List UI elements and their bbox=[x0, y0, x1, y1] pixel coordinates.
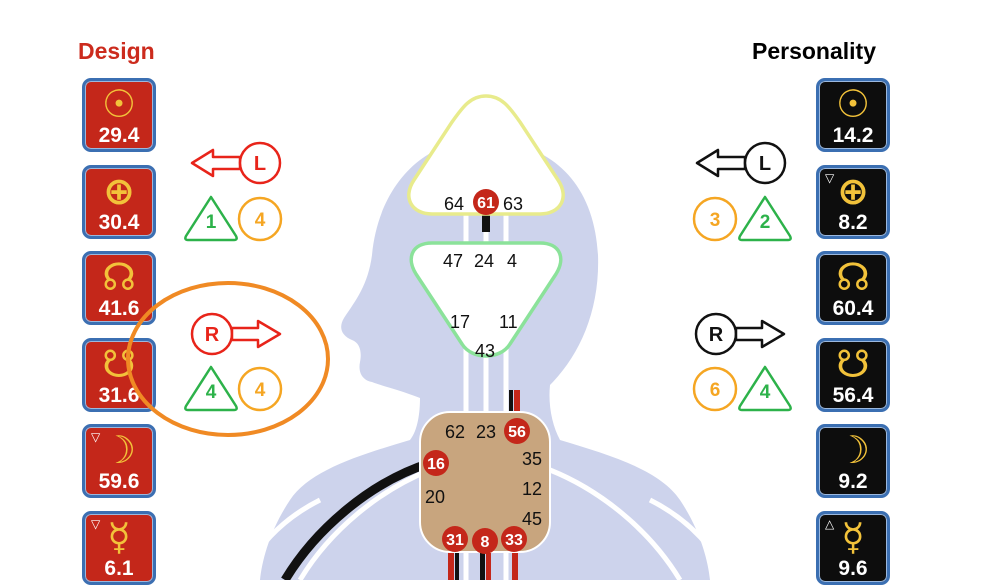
moon-icon: ☽ bbox=[835, 428, 871, 472]
gate-11: 11 bbox=[499, 312, 518, 332]
design-planet-north-node-value: 41.6 bbox=[98, 297, 140, 320]
svg-text:L: L bbox=[759, 153, 771, 175]
personality-planet-mercury-value: 9.6 bbox=[838, 556, 868, 580]
gate-17: 17 bbox=[450, 312, 470, 332]
earth-icon: ⊕ bbox=[103, 168, 135, 213]
personality-planet-mercury-mark: △ bbox=[825, 516, 835, 531]
gate-23: 23 bbox=[476, 422, 496, 442]
gate-33-badge: 33 bbox=[501, 526, 527, 552]
gate-62: 62 bbox=[445, 422, 465, 442]
gate-12: 12 bbox=[522, 479, 542, 499]
personality-planet-sun[interactable]: ☉14.2 bbox=[816, 78, 890, 152]
personality-planet-north-node[interactable]: ☊60.4 bbox=[816, 251, 890, 325]
svg-text:4: 4 bbox=[206, 382, 217, 403]
svg-text:56: 56 bbox=[508, 424, 526, 441]
personality-planet-south-node[interactable]: ☋56.4 bbox=[816, 337, 890, 412]
design-planet-mercury[interactable]: ▽ ☿6.1 bbox=[82, 510, 156, 585]
mercury-icon: ☿ bbox=[841, 514, 865, 559]
svg-text:L: L bbox=[254, 153, 266, 175]
design-planet-north-node[interactable]: ☊41.6 bbox=[82, 251, 156, 325]
personality-planet-earth-mark: ▽ bbox=[825, 170, 835, 185]
gate-31-badge: 31 bbox=[442, 526, 468, 552]
svg-text:6: 6 bbox=[710, 380, 721, 401]
gate-47: 47 bbox=[443, 251, 463, 271]
design-planet-mercury-value: 6.1 bbox=[104, 556, 134, 580]
gate-43: 43 bbox=[475, 341, 495, 361]
channel-stub-8 bbox=[480, 552, 485, 580]
personality-planet-earth-value: 8.2 bbox=[838, 210, 868, 234]
channel-stub-61 bbox=[482, 212, 490, 232]
north-node-icon: ☊ bbox=[102, 255, 136, 299]
gate-45: 45 bbox=[522, 509, 542, 529]
design-top-numbers: 1 4 bbox=[184, 195, 283, 242]
design-title: Design bbox=[78, 38, 155, 64]
channel-stub-33 bbox=[512, 552, 518, 580]
gate-20: 20 bbox=[425, 487, 445, 507]
personality-planet-south-node-value: 56.4 bbox=[832, 383, 874, 407]
channel-stub-56-black bbox=[509, 390, 513, 422]
design-planet-moon[interactable]: ▽☽59.6 bbox=[82, 424, 156, 498]
personality-top-numbers: 3 2 bbox=[692, 195, 792, 242]
svg-text:31: 31 bbox=[446, 532, 464, 549]
design-planet-moon-mark: ▽ bbox=[91, 430, 101, 444]
gate-24: 24 bbox=[474, 251, 494, 271]
design-planet-south-node[interactable]: ☋31.6 bbox=[82, 337, 156, 412]
design-planet-sun[interactable]: ☉29.4 bbox=[82, 78, 156, 152]
svg-text:2: 2 bbox=[760, 212, 771, 233]
channel-stub-31b bbox=[455, 552, 459, 580]
gate-16-badge: 16 bbox=[423, 450, 449, 476]
gate-35: 35 bbox=[522, 449, 542, 469]
gate-63: 63 bbox=[503, 194, 523, 214]
personality-bottom-numbers: 6 4 bbox=[692, 365, 792, 412]
earth-icon: ⊕ bbox=[837, 168, 869, 213]
gate-4: 4 bbox=[507, 251, 517, 271]
sun-icon: ☉ bbox=[101, 82, 137, 126]
mercury-icon: ☿ bbox=[107, 514, 131, 559]
personality-planet-sun-value: 14.2 bbox=[832, 124, 874, 147]
svg-text:61: 61 bbox=[477, 195, 495, 212]
sun-icon: ☉ bbox=[835, 82, 871, 126]
design-bottom-arrow: R bbox=[190, 312, 282, 356]
personality-planet-earth[interactable]: ▽⊕8.2 bbox=[816, 164, 890, 239]
personality-top-arrow: L bbox=[695, 141, 787, 185]
design-bottom-numbers: 4 4 bbox=[184, 365, 283, 412]
svg-text:33: 33 bbox=[505, 532, 523, 549]
south-node-icon: ☋ bbox=[836, 341, 870, 386]
design-planet-earth[interactable]: ⊕30.4 bbox=[82, 164, 156, 239]
channel-stub-56-red bbox=[514, 390, 520, 422]
svg-text:8: 8 bbox=[481, 534, 490, 551]
personality-planet-north-node-value: 60.4 bbox=[832, 297, 874, 320]
channel-stub-31 bbox=[448, 552, 454, 580]
gate-64: 64 bbox=[444, 194, 464, 214]
svg-text:4: 4 bbox=[760, 382, 771, 403]
personality-title: Personality bbox=[752, 38, 876, 64]
svg-text:1: 1 bbox=[206, 212, 217, 233]
svg-text:16: 16 bbox=[427, 456, 445, 473]
design-planet-mercury-mark: ▽ bbox=[91, 516, 101, 531]
gate-8-badge: 8 bbox=[472, 528, 498, 554]
svg-text:R: R bbox=[709, 324, 724, 346]
design-top-arrow: L bbox=[190, 141, 282, 185]
personality-planet-moon[interactable]: ☽9.2 bbox=[816, 424, 890, 498]
personality-planet-mercury[interactable]: △ ☿9.6 bbox=[816, 510, 890, 585]
design-planet-earth-value: 30.4 bbox=[98, 210, 140, 234]
gate-61-badge: 61 bbox=[473, 189, 499, 215]
channel-stub-8b bbox=[486, 552, 491, 580]
moon-icon: ☽ bbox=[101, 428, 137, 472]
south-node-icon: ☋ bbox=[102, 341, 136, 386]
north-node-icon: ☊ bbox=[836, 255, 870, 299]
personality-bottom-arrow: R bbox=[694, 312, 786, 356]
design-planet-south-node-value: 31.6 bbox=[98, 383, 140, 407]
channel-16-48 bbox=[281, 458, 432, 580]
design-planet-moon-value: 59.6 bbox=[98, 470, 140, 493]
gate-56-badge: 56 bbox=[504, 418, 530, 444]
ajna-center bbox=[409, 241, 563, 358]
svg-text:R: R bbox=[205, 324, 220, 346]
svg-text:4: 4 bbox=[255, 210, 266, 231]
svg-text:3: 3 bbox=[710, 210, 721, 231]
svg-text:4: 4 bbox=[255, 380, 266, 401]
design-planet-sun-value: 29.4 bbox=[98, 124, 140, 147]
personality-planet-moon-value: 9.2 bbox=[838, 470, 868, 493]
